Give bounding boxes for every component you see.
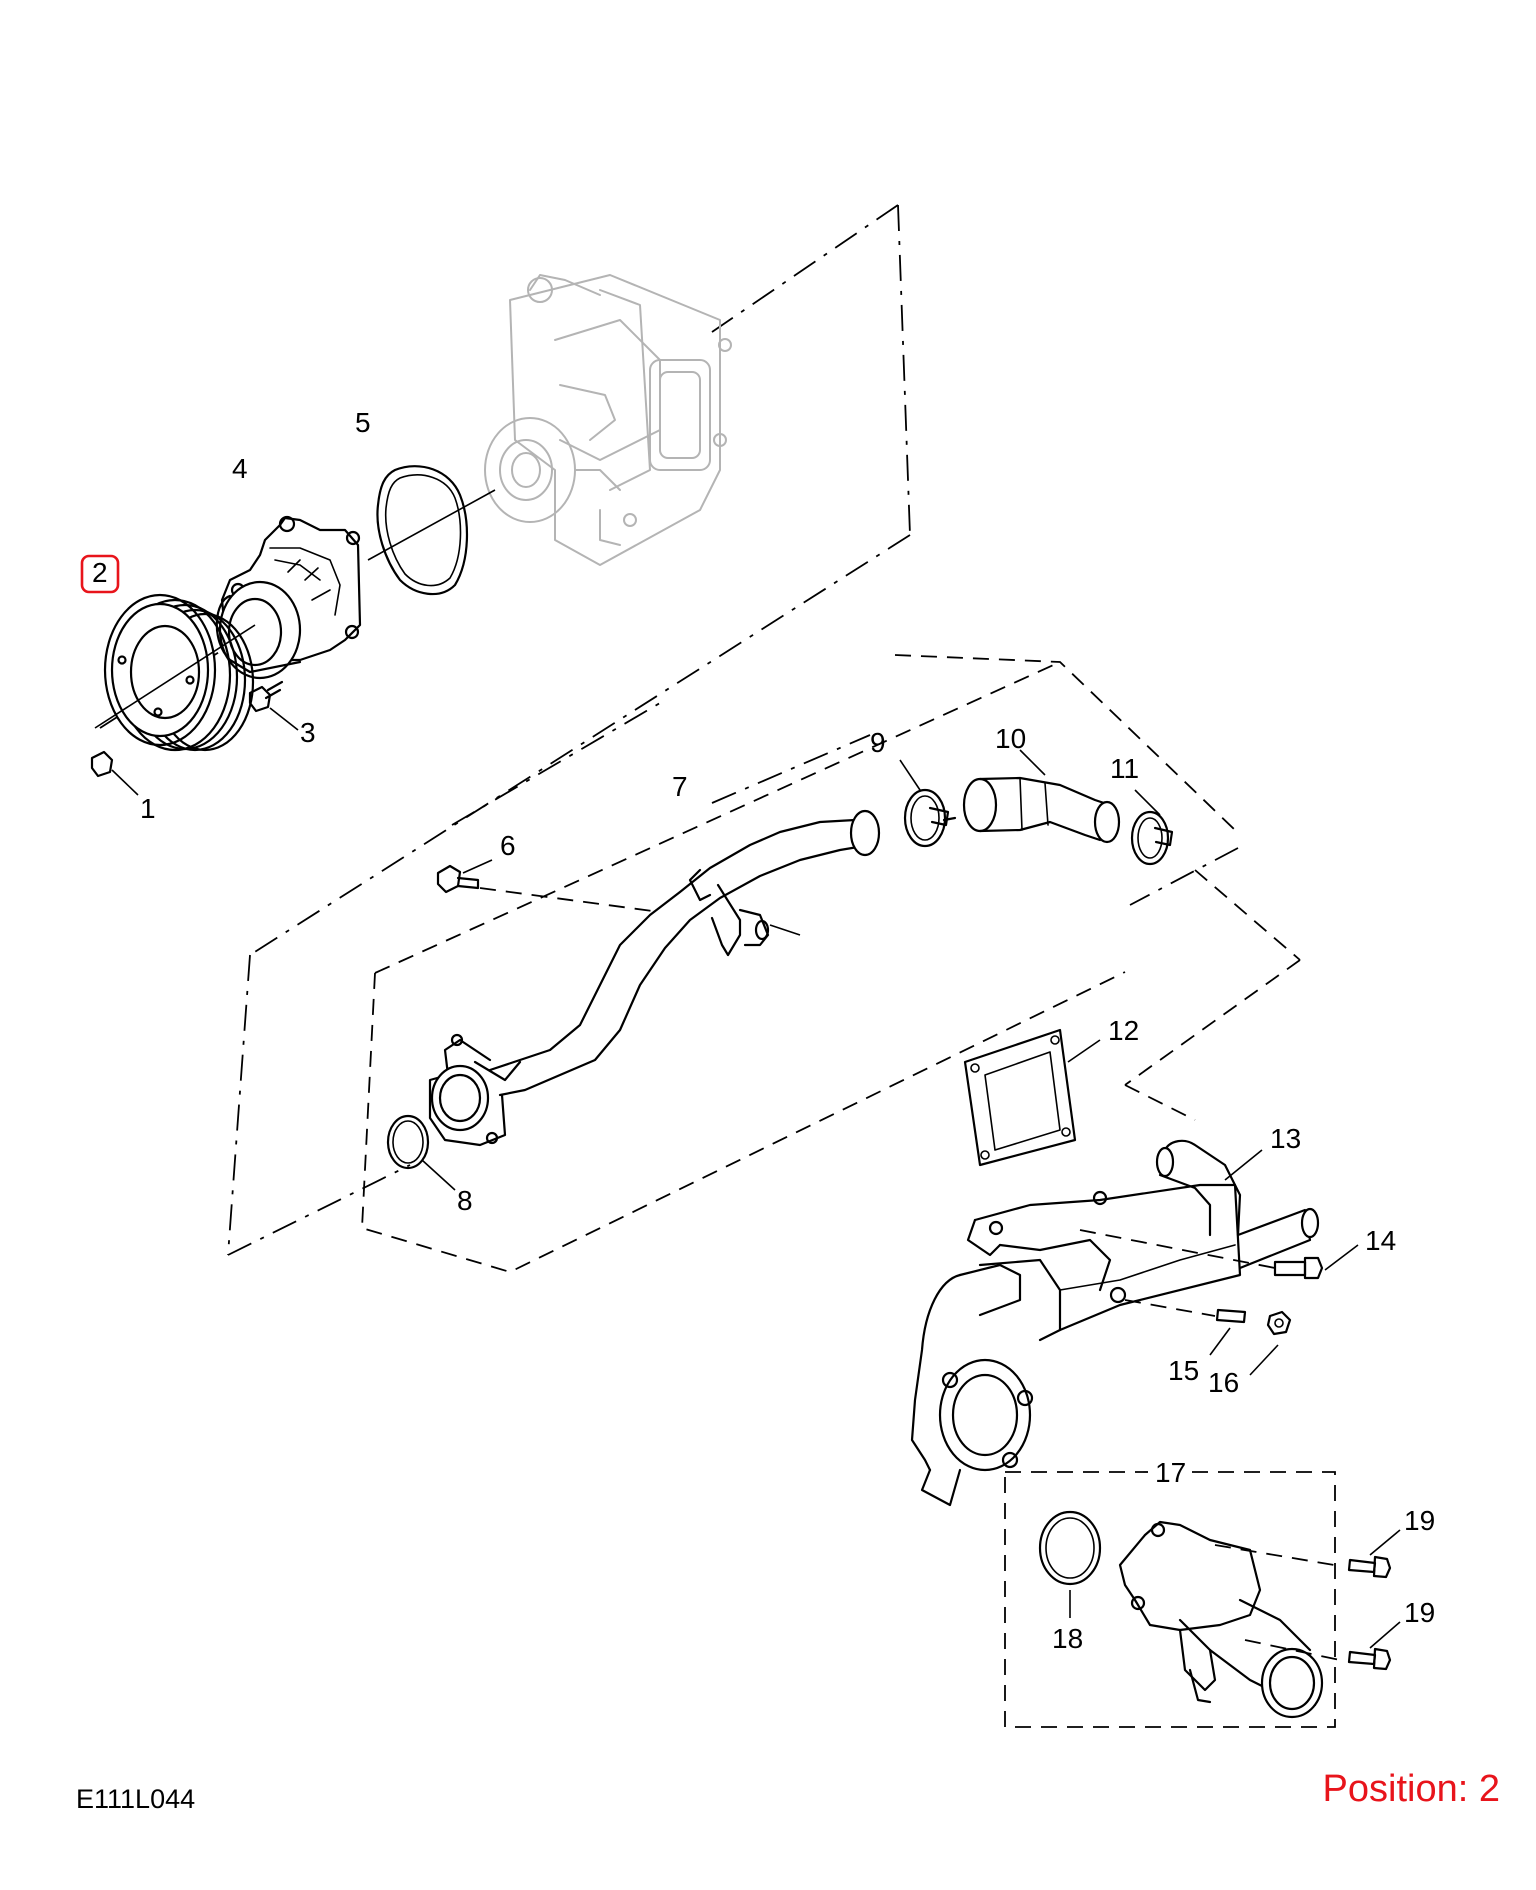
callout-10[interactable]: 10 (995, 723, 1026, 754)
water-pump-housing (215, 515, 362, 680)
housing-gasket (963, 1028, 1101, 1167)
callout-13[interactable]: 13 (1270, 1123, 1301, 1154)
water-pump-gasket (367, 465, 496, 596)
callout-17[interactable]: 17 (1155, 1457, 1186, 1488)
hose-clamp-11 (1130, 789, 1174, 866)
thermostat-housing (910, 1139, 1320, 1507)
callout-15[interactable]: 15 (1168, 1355, 1199, 1386)
callout-9[interactable]: 9 (870, 727, 886, 758)
callout-1[interactable]: 1 (140, 793, 156, 824)
thermostat-kit (1004, 1471, 1341, 1728)
thermostat-bolts (1347, 1529, 1401, 1671)
callout-11[interactable]: 11 (1110, 753, 1139, 784)
callout-5[interactable]: 5 (355, 407, 371, 438)
callout-19b[interactable]: 19 (1404, 1597, 1435, 1628)
callout-4[interactable]: 4 (232, 453, 248, 484)
coolant-hose (962, 749, 1121, 844)
callout-8[interactable]: 8 (457, 1185, 473, 1216)
figure-code: E111L044 (76, 1784, 196, 1814)
callout-18[interactable]: 18 (1052, 1623, 1083, 1654)
coolant-pipe (428, 809, 881, 1147)
position-label: Position: 2 (1322, 1768, 1500, 1810)
pulley-bolt (90, 750, 139, 796)
pipe-bolt (436, 859, 661, 913)
hose-clamp-9 (899, 759, 957, 848)
callout-19a[interactable]: 19 (1404, 1505, 1435, 1536)
assembly-boundaries (99, 204, 1301, 1273)
callout-3[interactable]: 3 (300, 717, 316, 748)
housing-stud-nut (1124, 1299, 1292, 1376)
housing-bolt (1079, 1229, 1359, 1280)
callout-7[interactable]: 7 (672, 771, 688, 802)
selected-callout-highlight (80, 554, 120, 594)
callout-6[interactable]: 6 (500, 830, 516, 861)
callout-labels: 1 2 3 4 5 6 7 8 9 10 11 12 13 14 15 16 1… (92, 407, 1435, 1654)
callout-12[interactable]: 12 (1108, 1015, 1139, 1046)
pump-bolt (248, 680, 299, 731)
water-pump-pulley (94, 593, 256, 752)
engine-block-ghost (484, 274, 732, 566)
callout-16[interactable]: 16 (1208, 1367, 1239, 1398)
callout-2[interactable]: 2 (92, 557, 108, 588)
callout-14[interactable]: 14 (1365, 1225, 1396, 1256)
o-ring (386, 1114, 456, 1191)
